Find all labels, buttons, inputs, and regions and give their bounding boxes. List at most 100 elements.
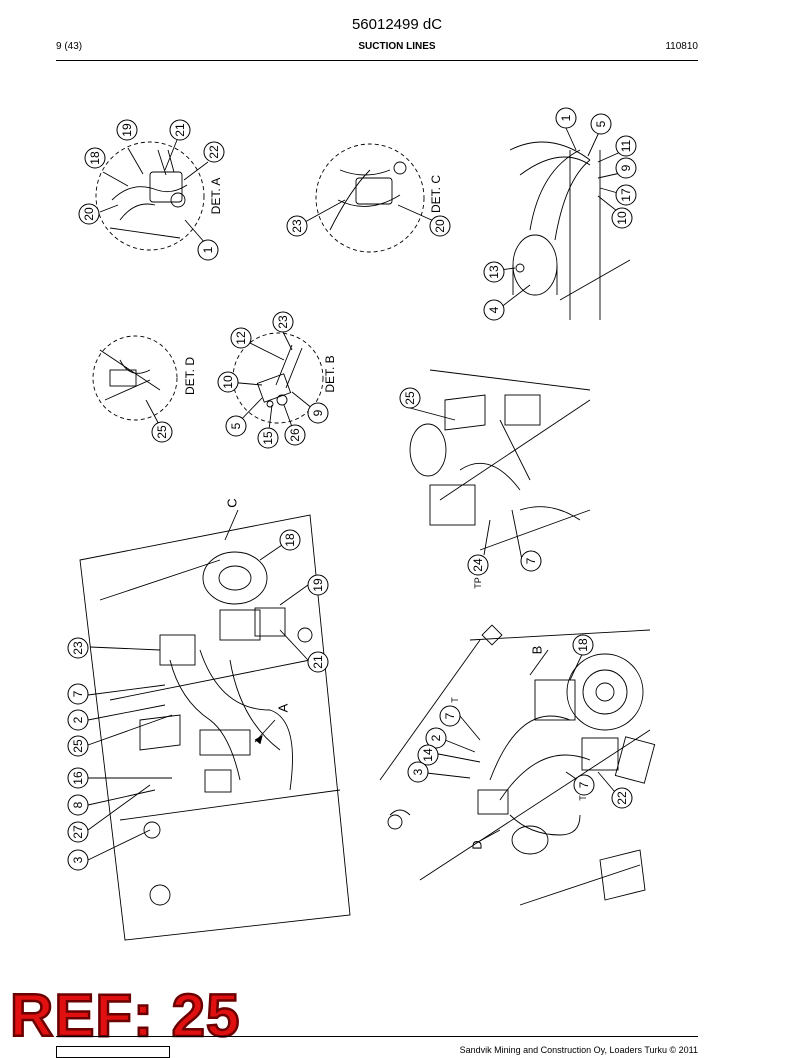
callout-number: 27	[71, 825, 85, 839]
detail-label: DET. C	[429, 175, 443, 213]
callout-number: 5	[229, 422, 243, 429]
callout-number: 22	[615, 791, 629, 805]
callout-number: 19	[311, 578, 325, 592]
callout-number: 16	[71, 771, 85, 785]
callout-number: 25	[155, 425, 169, 439]
callout-balloon	[286, 215, 308, 237]
section-letter: A	[276, 703, 291, 712]
callout-number: 20	[433, 219, 447, 233]
tp-label: TP	[473, 577, 483, 589]
callout-balloon	[555, 107, 577, 129]
callout-number: 3	[71, 856, 85, 863]
detail-label: DET. A	[209, 178, 223, 215]
t-label: T	[450, 697, 460, 703]
callout-balloon	[169, 119, 191, 141]
callout-balloon	[84, 147, 106, 169]
callout-number: 2	[71, 716, 85, 723]
page-indicator: 9 (43)	[56, 41, 83, 52]
callout-balloon	[467, 554, 489, 576]
callout-balloon	[307, 402, 329, 424]
section-letter: C	[225, 498, 240, 507]
t-label: T	[578, 795, 588, 801]
document-number: 56012499 dC	[351, 16, 443, 33]
section-letter: D	[470, 840, 485, 849]
callout-balloon	[307, 574, 329, 596]
callout-number: 17	[619, 188, 633, 202]
callout-number: 12	[234, 331, 248, 345]
callout-balloon	[67, 821, 89, 843]
callout-number: 9	[619, 164, 633, 171]
callout-balloon	[67, 709, 89, 731]
callout-number: 13	[487, 265, 501, 279]
callout-balloon	[407, 761, 429, 783]
callout-balloon	[573, 774, 595, 796]
callout-balloon	[151, 421, 173, 443]
callout-balloon	[67, 735, 89, 757]
callout-number: 26	[288, 428, 302, 442]
pump-view	[499, 127, 631, 320]
callout-number: 23	[276, 315, 290, 329]
callout-balloon	[217, 371, 239, 393]
callout-number: 25	[71, 739, 85, 753]
callout-balloon	[399, 387, 421, 409]
callout-balloon	[279, 529, 301, 551]
callout-balloon	[520, 550, 542, 572]
callout-number: 14	[421, 748, 435, 762]
callout-balloon	[307, 651, 329, 673]
callout-balloon	[225, 415, 247, 437]
callout-number: 3	[411, 768, 425, 775]
callout-number: 23	[71, 641, 85, 655]
detail-label: DET. D	[183, 357, 197, 395]
callout-balloon	[203, 141, 225, 163]
det-d-detail	[92, 335, 178, 431]
callout-balloon	[483, 261, 505, 283]
callout-number: 24	[471, 558, 485, 572]
header-rule	[56, 60, 698, 61]
callout-balloon	[611, 207, 633, 229]
callout-balloon	[483, 299, 505, 321]
callout-number: 18	[576, 638, 590, 652]
footer-copyright: Sandvik Mining and Construction Oy, Load…	[459, 1045, 698, 1055]
main-view-right	[379, 609, 661, 906]
callout-balloon	[67, 849, 89, 871]
callout-number: 19	[120, 123, 134, 137]
det-c-detail	[304, 143, 437, 253]
callout-number: 7	[524, 557, 538, 564]
callout-number: 9	[311, 409, 325, 416]
callout-number: 15	[261, 431, 275, 445]
det-a-detail	[95, 139, 209, 251]
sandvik-logo	[56, 1046, 170, 1058]
callout-balloon	[425, 727, 447, 749]
callout-number: 23	[290, 219, 304, 233]
main-view-left	[79, 509, 351, 941]
callout-number: 25	[403, 391, 417, 405]
callout-balloon	[230, 327, 252, 349]
callout-number: 11	[619, 139, 633, 152]
callout-number: 1	[559, 114, 573, 121]
callout-balloon	[572, 634, 594, 656]
callout-balloon	[429, 215, 451, 237]
callout-number: 7	[443, 712, 457, 719]
callout-number: 1	[201, 246, 215, 253]
callout-balloon	[272, 311, 294, 333]
callout-number: 8	[71, 801, 85, 808]
valve-view	[394, 364, 606, 576]
reference-stamp: REF: 25	[9, 982, 241, 1049]
callout-balloon	[67, 637, 89, 659]
callout-number: 10	[221, 375, 235, 389]
callout-number: 18	[88, 151, 102, 165]
date-code: 110810	[665, 41, 698, 52]
callout-balloon	[417, 744, 439, 766]
callout-number: 21	[311, 655, 325, 669]
callout-number: 21	[173, 123, 187, 137]
callout-balloon	[284, 424, 306, 446]
callout-number: 7	[577, 781, 591, 788]
callout-balloon	[615, 135, 637, 157]
callout-balloon	[611, 787, 633, 809]
callout-balloon	[615, 184, 637, 206]
callout-number: 22	[207, 145, 221, 159]
section-letter: B	[530, 646, 545, 655]
callout-balloon	[67, 767, 89, 789]
